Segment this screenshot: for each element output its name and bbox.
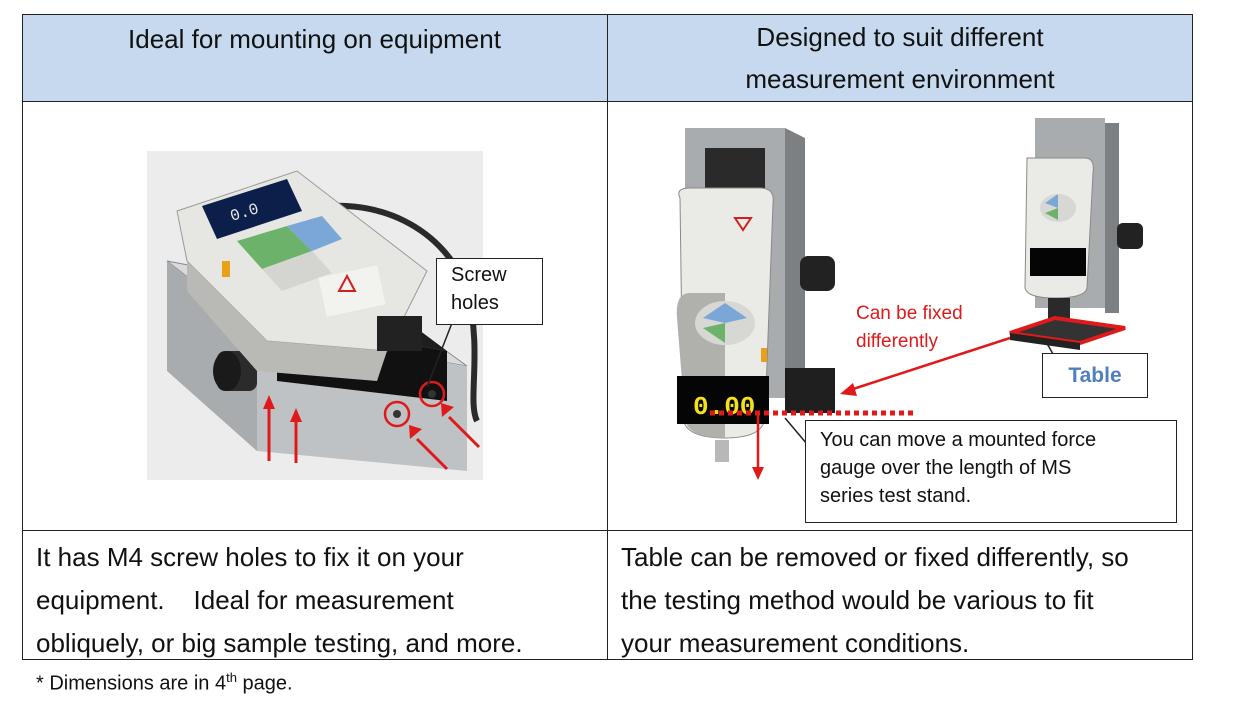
- table-border-middle: [607, 14, 608, 660]
- mounted-gauge-photo: 0.0: [147, 151, 483, 480]
- screw-holes-callout-line: Screw: [451, 264, 507, 286]
- move-gauge-callout-line: gauge over the length of MS: [820, 457, 1072, 479]
- description-right-line: your measurement conditions.: [621, 628, 970, 658]
- screw-holes-callout-line: holes: [451, 292, 499, 314]
- table-label: Table: [1042, 353, 1148, 398]
- move-gauge-callout-line: series test stand.: [820, 485, 972, 507]
- header-left: Ideal for mounting on equipment: [22, 14, 607, 101]
- description-left-line: It has M4 screw holes to fix it on your: [36, 542, 464, 572]
- table-border-left: [22, 14, 23, 660]
- description-left: It has M4 screw holes to fix it on your …: [22, 530, 607, 660]
- fixed-differently-label: Can be fixed differently: [856, 300, 963, 356]
- header-left-text: Ideal for mounting on equipment: [128, 24, 501, 54]
- header-right: Designed to suit different measurement e…: [607, 14, 1193, 101]
- description-right: Table can be removed or fixed differentl…: [607, 530, 1193, 660]
- move-gauge-callout-line: You can move a mounted force: [820, 429, 1097, 451]
- footnote-prefix: * Dimensions are in 4: [36, 672, 227, 695]
- description-left-line: obliquely, or big sample testing, and mo…: [36, 628, 523, 658]
- screw-holes-callout: Screw holes: [436, 258, 543, 325]
- right-gauge-display-value: 0.00: [693, 392, 755, 422]
- test-stand-photo: 0.00: [676, 118, 1143, 480]
- footnote: * Dimensions are in 4th page.: [36, 670, 293, 696]
- footnote-sup: th: [226, 670, 237, 685]
- footnote-suffix: page.: [236, 672, 293, 695]
- description-right-line: the testing method would be various to f…: [621, 585, 1094, 615]
- comparison-table: Ideal for mounting on equipment Designed…: [22, 14, 1193, 660]
- description-left-line: equipment. Ideal for measurement: [36, 585, 454, 615]
- fixed-differently-line: differently: [856, 331, 939, 352]
- table-label-text: Table: [1068, 363, 1122, 387]
- description-right-line: Table can be removed or fixed differentl…: [621, 542, 1129, 572]
- header-right-line2: measurement environment: [745, 63, 1055, 94]
- move-gauge-callout: You can move a mounted force gauge over …: [805, 420, 1177, 523]
- fixed-differently-line: Can be fixed: [856, 303, 963, 324]
- header-right-line1: Designed to suit different: [756, 21, 1044, 52]
- table-border-right: [1192, 14, 1193, 660]
